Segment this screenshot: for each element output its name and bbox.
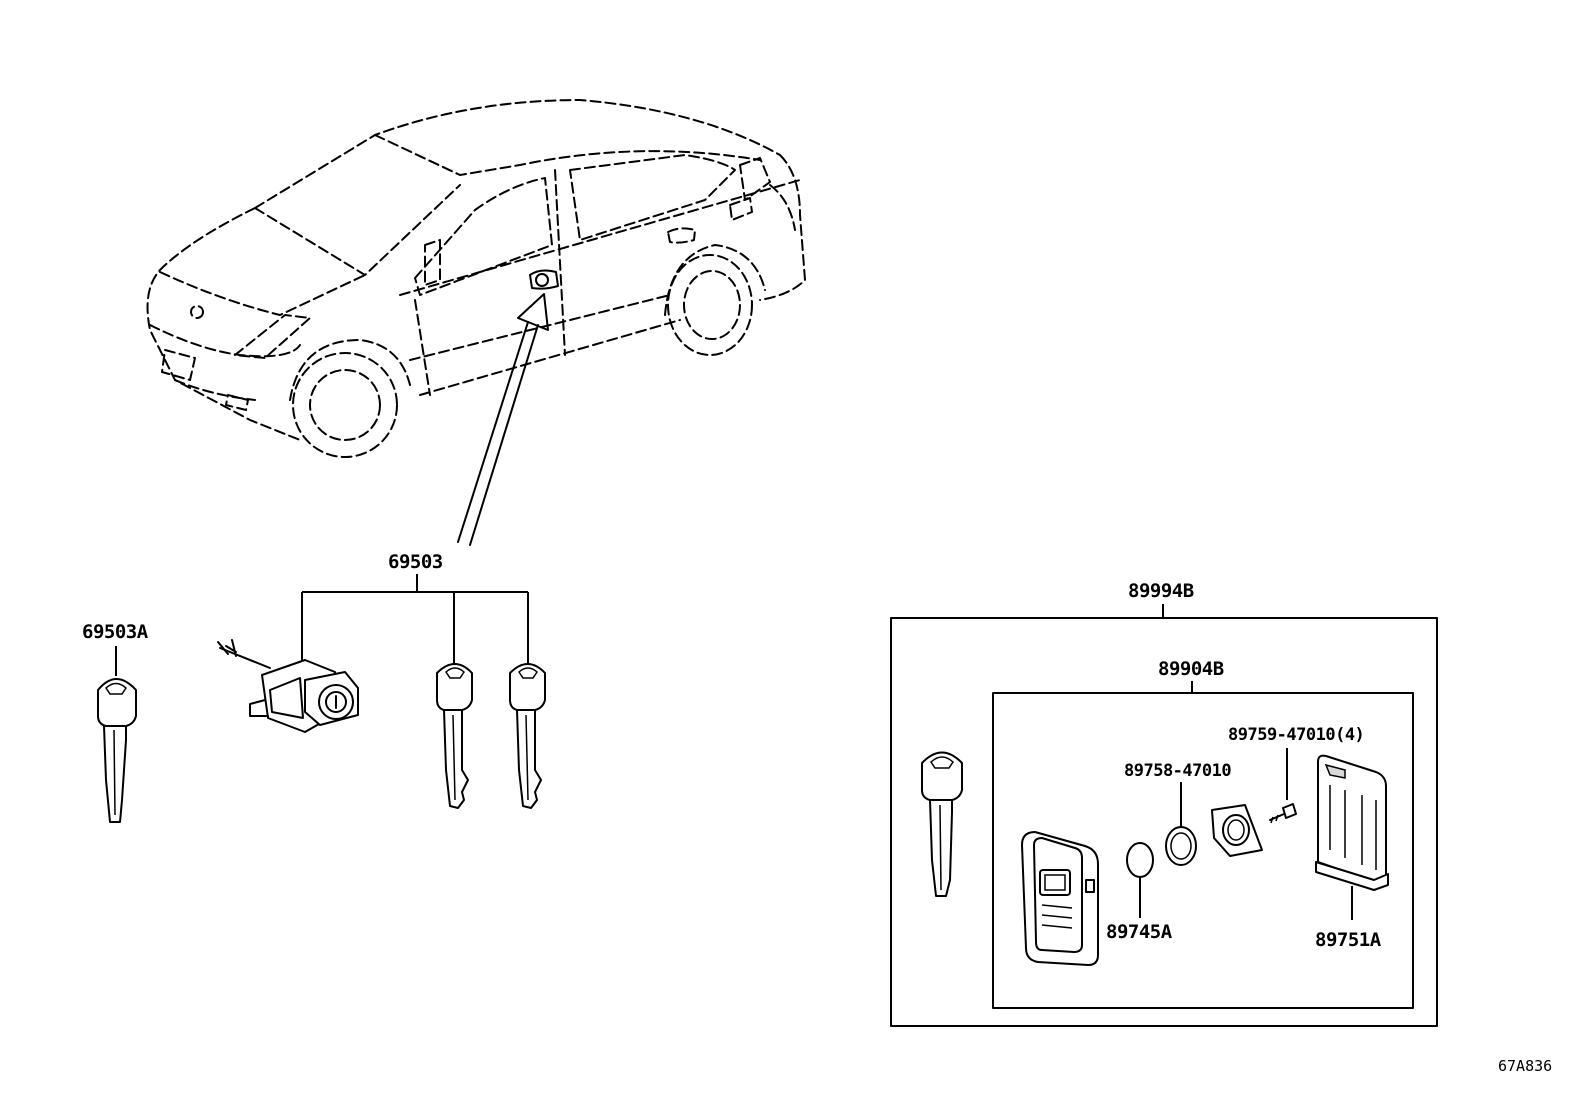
key-1 (436, 663, 473, 809)
smart-key-transmitter (1021, 831, 1099, 966)
label-89758-47010: 89758-47010 (1124, 761, 1231, 781)
battery: 89745A (1106, 842, 1173, 943)
label-69503: 69503 (388, 551, 443, 573)
label-89904B: 89904B (1158, 658, 1224, 680)
internal-plate (1211, 804, 1263, 857)
car-illustration (146, 99, 806, 546)
diagram-code: 67A836 (1498, 1057, 1552, 1075)
label-89994B: 89994B (1128, 580, 1194, 602)
door-lock-cylinder (217, 639, 359, 733)
electrical-key-set-group: 89994B 89904B (890, 580, 1438, 1027)
screw: 89759-47010(4) (1228, 725, 1365, 824)
o-ring: 89758-47010 (1124, 761, 1232, 866)
inner-box-89904B (992, 692, 1414, 1009)
label-89759-47010-4: 89759-47010(4) (1228, 725, 1364, 745)
case: 89751A (1315, 754, 1389, 951)
label-89745A: 89745A (1106, 921, 1173, 943)
key-2 (509, 663, 546, 809)
transmitter-assy-group: 89904B 89745A 89758-47010 (992, 658, 1414, 1009)
label-89751A: 89751A (1315, 929, 1382, 951)
mechanical-key (921, 751, 963, 897)
lock-cylinder-set-group: 69503 (217, 551, 546, 809)
outer-box-89994B (890, 617, 1438, 1027)
label-69503A: 69503A (82, 621, 149, 643)
key-blank-group: 69503A (82, 621, 149, 823)
